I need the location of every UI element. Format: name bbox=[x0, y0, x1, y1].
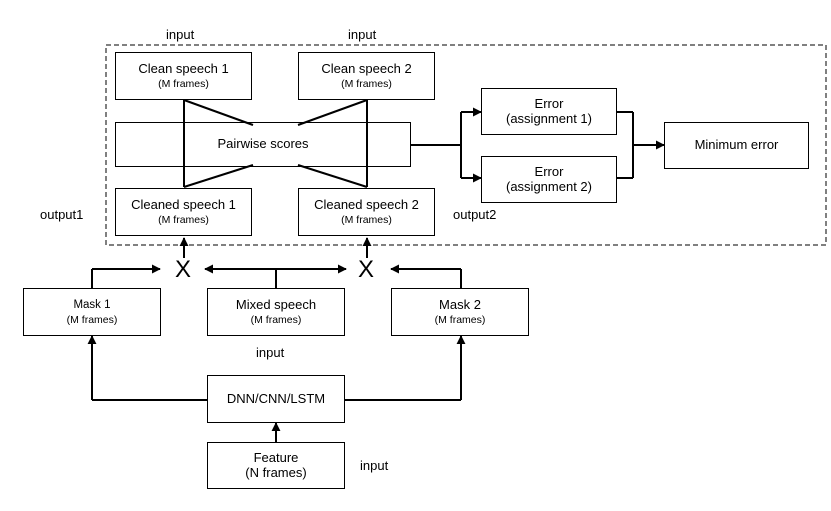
node-mask-2-label: Mask 2 bbox=[439, 297, 481, 312]
node-error-assignment-2-sublabel: (assignment 2) bbox=[506, 178, 592, 194]
node-minimum-error: Minimum error bbox=[664, 122, 809, 169]
pairwise-crossing-lines bbox=[183, 99, 368, 188]
node-dnn-cnn-lstm: DNN/CNN/LSTM bbox=[207, 375, 345, 423]
node-clean-speech-2-sublabel: (M frames) bbox=[341, 77, 392, 90]
node-mask-1: Mask 1 (M frames) bbox=[23, 288, 161, 336]
node-error-assignment-2: Error (assignment 2) bbox=[481, 156, 617, 203]
label-output2: output2 bbox=[453, 207, 497, 222]
node-minimum-error-label: Minimum error bbox=[694, 137, 779, 153]
node-pairwise-scores-label: Pairwise scores bbox=[214, 136, 312, 152]
loss-region-border bbox=[105, 44, 827, 246]
node-mask-1-label: Mask 1 bbox=[73, 299, 111, 312]
node-cleaned-speech-2-sublabel: (M frames) bbox=[341, 213, 392, 226]
node-clean-speech-1: Clean speech 1 (M frames) bbox=[115, 52, 252, 100]
node-mixed-speech-label: Mixed speech bbox=[235, 297, 317, 312]
node-error-assignment-1-label: Error bbox=[534, 95, 564, 111]
label-output1: output1 bbox=[40, 207, 84, 222]
label-input-feature: input bbox=[360, 458, 389, 473]
label-input-clean-speech-1: input bbox=[166, 27, 195, 42]
label-input-mixed-speech: input bbox=[256, 345, 285, 360]
node-error-assignment-2-label: Error bbox=[534, 163, 564, 179]
node-mask-2: Mask 2 (M frames) bbox=[391, 288, 529, 336]
multiply-operator-2: X bbox=[358, 256, 375, 283]
node-pairwise-scores: Pairwise scores bbox=[115, 122, 411, 167]
node-clean-speech-2: Clean speech 2 (M frames) bbox=[298, 52, 435, 100]
node-mixed-speech-sublabel: (M frames) bbox=[250, 313, 302, 326]
node-dnn-cnn-lstm-label: DNN/CNN/LSTM bbox=[226, 390, 326, 406]
node-cleaned-speech-2-label: Cleaned speech 2 bbox=[314, 197, 419, 212]
node-cleaned-speech-1-sublabel: (M frames) bbox=[158, 213, 209, 226]
node-cleaned-speech-2: Cleaned speech 2 (M frames) bbox=[298, 188, 435, 236]
node-feature-sublabel: (N frames) bbox=[245, 464, 307, 480]
multiply-operator-1: X bbox=[175, 256, 192, 283]
node-feature: Feature (N frames) bbox=[207, 442, 345, 489]
node-error-assignment-1: Error (assignment 1) bbox=[481, 88, 617, 135]
node-error-assignment-1-sublabel: (assignment 1) bbox=[506, 110, 592, 126]
node-mask-2-sublabel: (M frames) bbox=[434, 313, 486, 326]
node-cleaned-speech-1-label: Cleaned speech 1 bbox=[131, 197, 236, 212]
node-clean-speech-1-label: Clean speech 1 bbox=[138, 61, 229, 76]
label-input-clean-speech-2: input bbox=[348, 27, 377, 42]
node-mixed-speech: Mixed speech (M frames) bbox=[207, 288, 345, 336]
node-feature-label: Feature bbox=[253, 449, 299, 465]
node-cleaned-speech-1: Cleaned speech 1 (M frames) bbox=[115, 188, 252, 236]
node-mask-1-sublabel: (M frames) bbox=[66, 313, 118, 326]
node-clean-speech-2-label: Clean speech 2 bbox=[321, 61, 412, 76]
node-clean-speech-1-sublabel: (M frames) bbox=[158, 77, 209, 90]
